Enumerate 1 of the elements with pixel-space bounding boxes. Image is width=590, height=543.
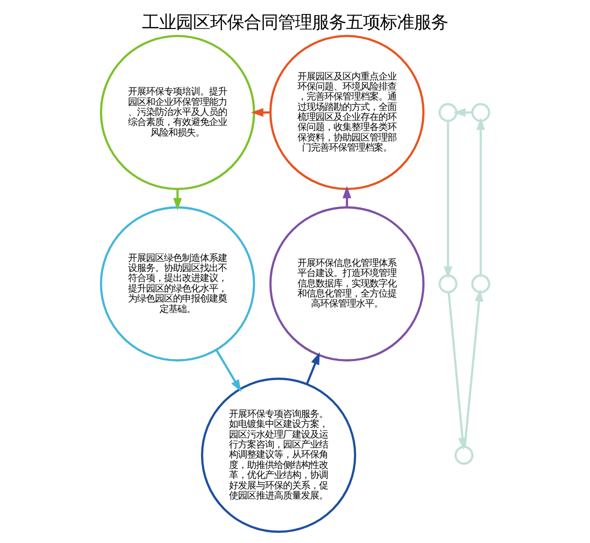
diagram-title: 工业园区环保合同管理服务五项标准服务: [142, 13, 448, 34]
